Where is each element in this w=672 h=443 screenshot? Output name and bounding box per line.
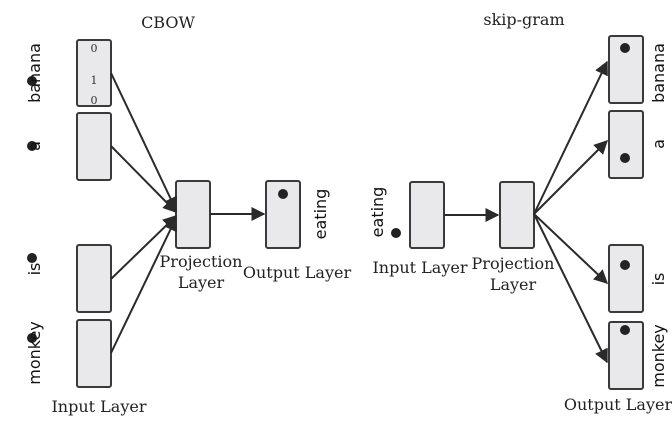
cbow-word-is: is	[25, 263, 44, 276]
skipgram-edge-is	[533, 213, 609, 284]
cbow-input-dot-monkey	[27, 333, 37, 343]
cbow-projection-label-line2: Layer	[178, 273, 225, 292]
skipgram-output-box-monkey	[608, 321, 644, 390]
cbow-projection-label-line1: Projection	[160, 252, 243, 271]
cbow-edge-monkey	[110, 216, 177, 354]
skipgram-output-box-is	[608, 244, 644, 313]
cbow-word-banana: banana	[25, 43, 44, 103]
skipgram-edge-banana	[533, 60, 608, 215]
cbow-input-box-a	[76, 112, 112, 181]
skipgram-projection-box	[499, 181, 535, 249]
skipgram-word-is: is	[649, 273, 668, 286]
skipgram-word-monkey: monkey	[649, 324, 668, 388]
skipgram-input-layer-label: Input Layer	[372, 258, 467, 277]
cbow-output-word: eating	[311, 189, 330, 240]
skipgram-output-box-a	[608, 110, 644, 179]
cbow-panel: CBOW 0 1 0 banana a is monkey eating	[25, 13, 351, 416]
cbow-output-dot	[278, 189, 288, 199]
cbow-title: CBOW	[141, 13, 195, 32]
cbow-edge-banana	[110, 72, 177, 212]
cbow-word-a: a	[25, 141, 44, 151]
cbow-input-dot-a	[27, 141, 37, 151]
skipgram-edge-a	[533, 140, 608, 215]
cbow-input-layer-label: Input Layer	[51, 397, 146, 416]
onehot-digit-top: 0	[91, 42, 98, 55]
skipgram-output-dot-is	[620, 260, 630, 270]
skipgram-input-box	[409, 181, 445, 249]
cbow-input-dot-is	[27, 253, 37, 263]
cbow-input-box-is	[76, 244, 112, 313]
skipgram-projection-label-line2: Layer	[490, 275, 537, 294]
cbow-word-monkey: monkey	[25, 321, 44, 385]
cbow-edge-a	[110, 145, 177, 213]
skipgram-projection-label-line1: Projection	[472, 254, 555, 273]
cbow-projection-box	[175, 180, 211, 249]
skipgram-panel: skip-gram eating Input Layer Projection …	[368, 10, 672, 414]
onehot-digit-middle: 1	[91, 74, 98, 87]
skipgram-output-dot-banana	[620, 43, 630, 53]
skipgram-input-word: eating	[368, 187, 387, 238]
skipgram-output-box-banana	[608, 35, 644, 104]
skipgram-output-layer-label: Output Layer	[564, 395, 672, 414]
cbow-output-box	[265, 180, 301, 249]
skipgram-edge-monkey	[533, 213, 608, 364]
skipgram-input-dot	[391, 228, 401, 238]
skipgram-title: skip-gram	[483, 10, 564, 29]
skipgram-output-dot-a	[620, 153, 630, 163]
skipgram-output-dot-monkey	[620, 325, 630, 335]
skipgram-word-banana: banana	[649, 43, 668, 103]
cbow-input-dot-banana	[27, 76, 37, 86]
skipgram-word-a: a	[649, 139, 668, 149]
cbow-output-layer-label: Output Layer	[243, 263, 352, 282]
onehot-digit-bottom: 0	[91, 94, 98, 107]
cbow-input-box-monkey	[76, 319, 112, 388]
